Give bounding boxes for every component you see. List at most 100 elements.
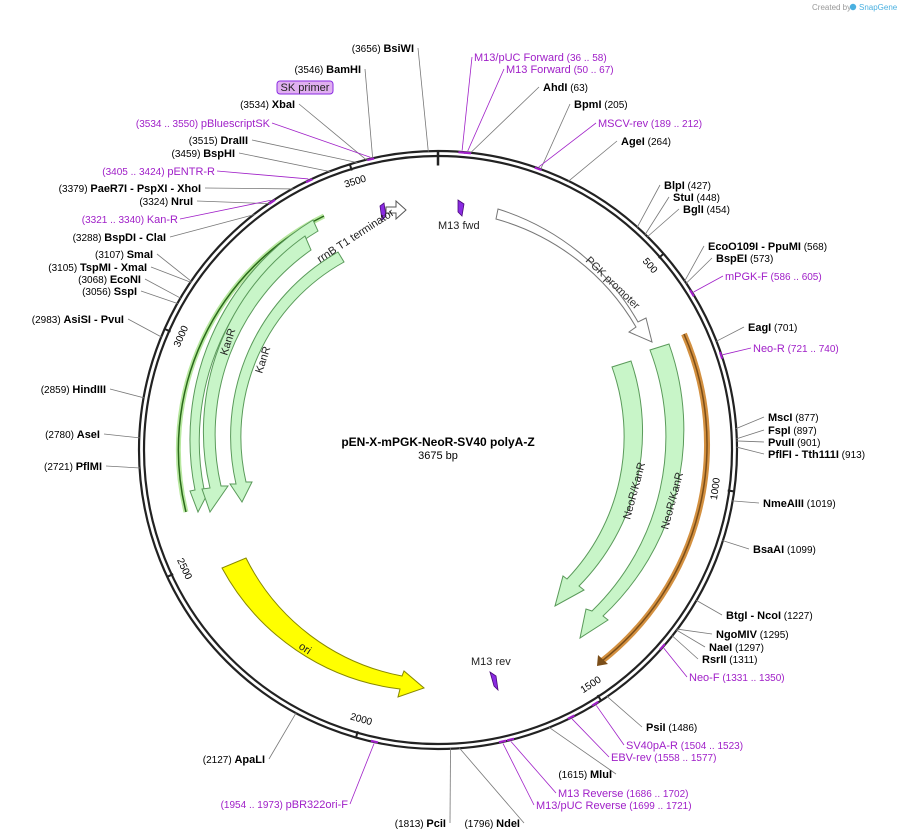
site-position: (2983) [32,315,64,326]
primer-range: (1558 .. 1577) [651,753,716,764]
site-label[interactable]: NmeAIII (1019) [763,498,836,510]
primer-label[interactable]: Neo-R (721 .. 740) [753,343,839,355]
sk-primer-badge[interactable]: SK primer [276,80,334,95]
primer-leader [467,68,505,152]
site-name: StuI [673,192,694,204]
site-label[interactable]: (2721) PflMI [44,461,102,473]
site-label[interactable]: BglI (454) [683,204,730,216]
tick-mark [163,327,171,333]
primer-label[interactable]: (1954 .. 1973) pBR322ori-F [221,799,349,811]
primer-label[interactable]: M13/pUC Reverse (1699 .. 1721) [536,800,692,812]
primer-label[interactable]: M13 Reverse (1686 .. 1702) [558,788,688,800]
site-label[interactable]: MscI (877) [768,412,819,424]
site-label[interactable]: (3656) BsiWI [352,43,414,55]
primer-range: (1954 .. 1973) [221,800,286,811]
m13-fwd-marker-icon[interactable] [457,199,465,217]
ori-feature[interactable] [221,557,425,698]
neor-kanr-inner-feature[interactable] [554,360,644,608]
primer-mark[interactable] [370,739,379,744]
site-label[interactable]: (3056) SspI [82,286,137,298]
tick-mark [658,252,665,259]
primer-label[interactable]: (3405 .. 3424) pENTR-R [102,166,215,178]
primer-label[interactable]: mPGK-F (586 .. 605) [725,271,822,283]
site-label[interactable]: RsrII (1311) [702,654,757,666]
primer-leader [216,170,309,180]
primer-label[interactable]: SV40pA-R (1504 .. 1523) [626,740,743,752]
primer-label[interactable]: MSCV-rev (189 .. 212) [598,118,702,130]
site-label[interactable]: (3288) BspDI - ClaI [73,232,166,244]
kanr-mid-feature[interactable] [201,235,312,514]
primer-labels: M13/pUC Forward (36 .. 58)M13 Forward (5… [82,52,839,812]
primer-leader [663,647,688,678]
primer-mark[interactable] [591,700,599,707]
site-label[interactable]: NgoMIV (1295) [716,629,789,641]
site-label[interactable]: FspI (897) [768,425,817,437]
neor-kanr-outer-feature[interactable] [579,343,685,640]
site-label[interactable]: (1813) PciI [395,818,446,830]
site-label[interactable]: (3515) DraIII [189,135,248,147]
site-position: (3056) [82,287,114,298]
site-label[interactable]: (3379) PaeR7I - PspXI - XhoI [59,183,201,195]
site-label[interactable]: AgeI (264) [621,136,671,148]
site-label[interactable]: PflFI - Tth111I (913) [768,449,865,461]
site-label[interactable]: BspEI (573) [716,253,773,265]
primer-mark[interactable] [534,166,542,172]
site-label[interactable]: (3107) SmaI [95,249,153,261]
primer-mark[interactable] [268,199,276,205]
primer-mark[interactable] [689,289,695,297]
site-label[interactable]: (3546) BamHI [294,64,361,76]
rrnb-terminator-feature[interactable] [385,199,407,221]
primer-label[interactable]: EBV-rev (1558 .. 1577) [611,752,716,764]
primer-mark[interactable] [366,157,375,162]
site-label[interactable]: BsaAI (1099) [753,544,816,556]
site-label[interactable]: BtgI - NcoI (1227) [726,610,813,622]
site-label[interactable]: (1615) MluI [558,769,612,781]
site-name: EcoNI [110,274,141,286]
site-label[interactable]: (3324) NruI [139,196,193,208]
primer-mark[interactable] [463,151,472,155]
site-leader [636,184,661,228]
primer-range: (36 .. 58) [564,53,607,64]
site-label[interactable]: (1796) NdeI [464,818,520,830]
tick-label: 1500 [579,674,604,696]
site-name: RsrII [702,654,726,666]
site-label[interactable]: BpmI (205) [574,99,628,111]
site-label[interactable]: (3459) BspHI [172,148,235,160]
primer-label[interactable]: M13 Forward (50 .. 67) [506,64,614,76]
site-leader [364,68,374,159]
site-label[interactable]: PsiI (1486) [646,722,697,734]
site-label[interactable]: EagI (701) [748,322,797,334]
site-label[interactable]: NaeI (1297) [709,642,764,654]
site-label[interactable]: (3534) XbaI [240,99,295,111]
primer-label[interactable]: (3321 .. 3340) Kan-R [82,214,178,226]
site-leader [156,253,192,282]
site-label[interactable]: StuI (448) [673,192,720,204]
site-label[interactable]: AhdI (63) [543,82,588,94]
site-position: (205) [602,100,628,111]
site-label[interactable]: (2983) AsiSI - PvuI [32,314,124,326]
site-label[interactable]: (2780) AseI [45,429,100,441]
primer-mark[interactable] [305,178,313,184]
primer-mark[interactable] [567,714,575,720]
primer-name: SV40pA-R [626,740,678,752]
primer-leader [571,718,610,758]
pgk-promoter-feature[interactable] [495,208,653,343]
primer-label[interactable]: Neo-F (1331 .. 1350) [689,672,785,684]
site-label[interactable]: BlpI (427) [664,180,711,192]
primer-mark[interactable] [506,737,515,742]
primer-label[interactable]: (3534 .. 3550) pBluescriptSK [136,118,271,130]
site-label[interactable]: PvuII (901) [768,437,820,449]
site-label[interactable]: EcoO109I - PpuMI (568) [708,241,827,253]
primer-label[interactable]: M13/pUC Forward (36 .. 58) [474,52,607,64]
primer-range: (1504 .. 1523) [678,741,743,752]
site-name: XbaI [272,99,295,111]
kanr-inner-feature[interactable] [229,251,345,503]
site-label[interactable]: (2859) HindIII [41,384,106,396]
primer-mark[interactable] [659,643,666,651]
primer-mark[interactable] [498,739,507,744]
site-label[interactable]: (3105) TspMI - XmaI [48,262,147,274]
site-label[interactable]: (2127) ApaLI [203,754,265,766]
site-label[interactable]: (3068) EcoNI [78,274,141,286]
m13-rev-marker-icon[interactable] [489,671,499,692]
primer-mark[interactable] [718,351,724,360]
